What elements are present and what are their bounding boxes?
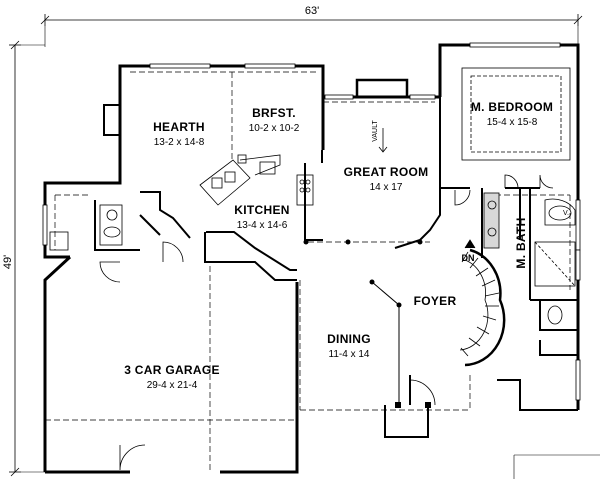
columns (303, 239, 431, 408)
room-name-kitchen: KITCHEN (234, 203, 289, 217)
room-name-great-room: GREAT ROOM (344, 165, 429, 179)
tray-ceiling (461, 67, 571, 161)
room-name-foyer: FOYER (414, 294, 457, 308)
windows (42, 42, 581, 401)
overall-width-label: 63' (305, 5, 319, 17)
room-dims-m-bedroom: 15-4 x 15-8 (487, 117, 538, 128)
kitchen-fixtures (199, 154, 314, 206)
bath-fixtures (483, 192, 576, 325)
room-dims-kitchen: 13-4 x 14-6 (237, 220, 288, 231)
room-dims-great-room: 14 x 17 (370, 182, 403, 193)
dimension-left (9, 40, 21, 477)
curved-stair (459, 239, 506, 367)
dining-wall (371, 281, 400, 405)
bath-fixture-label: V. (563, 210, 569, 217)
room-name-m-bath: M. BATH (514, 217, 528, 268)
room-name-dining: DINING (327, 332, 371, 346)
room-note-vault: VAULT (372, 120, 379, 142)
vault-arrow-icon (378, 128, 388, 153)
doors (99, 174, 554, 471)
stair-down-label: DN (462, 253, 475, 263)
room-name-m-bedroom: M. BEDROOM (471, 100, 553, 114)
room-dims-brfst: 10-2 x 10-2 (249, 123, 300, 134)
utility-fixtures (49, 204, 123, 251)
overall-depth-label: 49' (2, 255, 14, 269)
room-dims-dining: 11-4 x 14 (329, 349, 370, 360)
soffit-lines (45, 71, 571, 470)
dimension-top (40, 14, 583, 26)
room-name-garage: 3 CAR GARAGE (124, 363, 220, 377)
room-dims-hearth: 13-2 x 14-8 (154, 137, 205, 148)
room-dims-garage: 29-4 x 21-4 (147, 380, 198, 391)
room-name-brfst: BRFST. (252, 106, 296, 120)
room-name-hearth: HEARTH (153, 120, 205, 134)
